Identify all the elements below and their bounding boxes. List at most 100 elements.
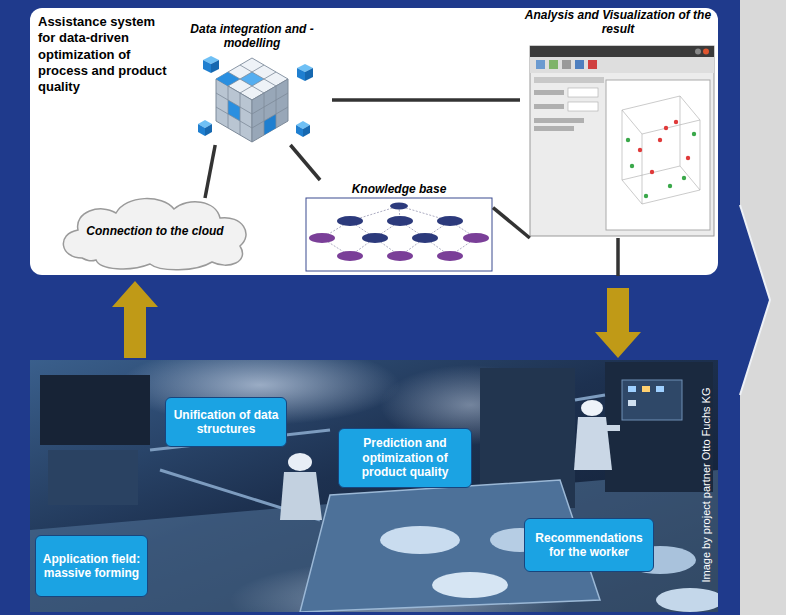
software-screenshot — [658, 138, 662, 142]
software-screenshot — [700, 120, 701, 190]
software-screenshot — [692, 132, 696, 136]
software-screenshot — [703, 49, 709, 55]
forging-hall-photo — [642, 386, 650, 392]
software-screenshot — [626, 132, 696, 198]
data-cube-icon — [211, 60, 219, 73]
software-screenshot — [534, 126, 574, 131]
data-cube-icon — [216, 93, 252, 114]
knowledge-base-node: Knowledge base — [305, 180, 493, 272]
data-cube-icon — [198, 56, 313, 142]
feature-box: Application field: massive forming — [35, 535, 148, 597]
knowledge-graph-image — [306, 198, 492, 271]
forging-hall-photo — [575, 395, 605, 400]
feature-label: Unification of data structures — [172, 408, 280, 437]
forging-hall-photo — [628, 400, 636, 406]
software-screenshot — [622, 166, 700, 204]
data-cube-icon — [240, 93, 241, 135]
data-cube-icon — [297, 68, 305, 81]
data-cube-icon — [203, 60, 211, 73]
data-cube-icon — [198, 124, 205, 136]
data-cube-icon — [303, 125, 310, 137]
data-cube-icon — [216, 107, 252, 128]
knowledge-graph-image — [322, 206, 476, 256]
knowledge-graph-image — [337, 216, 363, 226]
forging-hall-photo — [40, 375, 150, 445]
side-chevron — [740, 0, 786, 615]
data-cube-icon — [216, 79, 252, 142]
software-screenshot — [668, 184, 672, 188]
data-cube-icon — [264, 93, 265, 135]
flow-arrow — [595, 238, 641, 358]
software-screenshot — [530, 46, 714, 57]
photo-node: Image by project partner Otto Fuchs KGUn… — [30, 360, 718, 612]
data-cube-icon — [240, 65, 276, 86]
software-screenshot — [650, 170, 654, 174]
flow-arrow — [112, 281, 158, 358]
data-integration-node: Data integration and - modelling — [172, 20, 332, 145]
software-screenshot — [638, 120, 690, 174]
knowledge-graph-image — [437, 251, 463, 261]
data-cube-icon — [228, 72, 264, 93]
software-screenshot — [549, 60, 558, 69]
knowledge-graph-image — [337, 203, 463, 244]
section-heading: Data integration and - modelling — [172, 20, 332, 51]
data-cube-icon — [240, 72, 264, 86]
data-cube-icon — [252, 107, 288, 128]
forging-hall-photo — [605, 362, 713, 492]
forging-hall-photo — [628, 386, 636, 392]
software-screenshot — [664, 126, 668, 130]
software-screenshot — [606, 80, 710, 230]
software-screenshot — [534, 104, 564, 109]
software-screenshot — [562, 60, 571, 69]
knowledge-graph-image — [390, 203, 408, 210]
connector-line — [493, 208, 530, 238]
forging-hall-photo — [574, 417, 612, 470]
feature-label: Application field: massive forming — [42, 552, 141, 581]
data-cube-icon — [305, 68, 313, 81]
feature-box: Prediction and optimization of product q… — [338, 428, 472, 488]
software-screenshot — [674, 120, 678, 124]
section-heading: Knowledge base — [305, 180, 493, 196]
software-screenshot — [622, 110, 623, 180]
knowledge-graph-image — [309, 233, 489, 261]
data-cube-icon — [228, 86, 229, 128]
software-screenshot — [588, 60, 597, 69]
connector-line — [332, 99, 520, 100]
software-screenshot — [695, 49, 701, 55]
forging-hall-photo — [280, 472, 322, 520]
software-screenshot — [622, 96, 700, 204]
software-screenshot — [682, 176, 686, 180]
software-screenshot — [530, 46, 714, 236]
connector-line — [290, 145, 320, 180]
knowledge-graph-image — [306, 198, 492, 271]
knowledge-graph-image — [437, 216, 463, 226]
software-screenshot — [530, 57, 714, 73]
data-cube-icon — [216, 65, 288, 135]
data-cube-icon — [296, 125, 303, 137]
knowledge-graph-image — [309, 233, 335, 243]
system-panel-ground — [30, 8, 718, 275]
software-screenshot — [626, 138, 630, 142]
software-screenshot — [686, 156, 690, 160]
knowledge-graph-image — [337, 251, 363, 261]
feature-box: Unification of data structures — [165, 397, 287, 447]
connector-line — [205, 145, 215, 198]
software-screenshot — [575, 60, 584, 69]
knowledge-graph-image — [387, 251, 413, 261]
cloud-node: Connection to the cloud — [55, 192, 255, 270]
software-screenshot — [534, 90, 564, 95]
side-chevron — [740, 0, 786, 615]
knowledge-graph-image — [362, 233, 388, 243]
software-screenshot — [622, 96, 700, 134]
software-screenshot — [568, 102, 598, 111]
connector-line — [205, 145, 215, 198]
feature-label: Prediction and optimization of product q… — [345, 436, 465, 479]
connector-line — [616, 238, 620, 276]
side-chevron — [740, 205, 770, 395]
flow-arrow — [595, 288, 641, 358]
panel-title: Assistance system for data-driven optimi… — [38, 14, 172, 95]
